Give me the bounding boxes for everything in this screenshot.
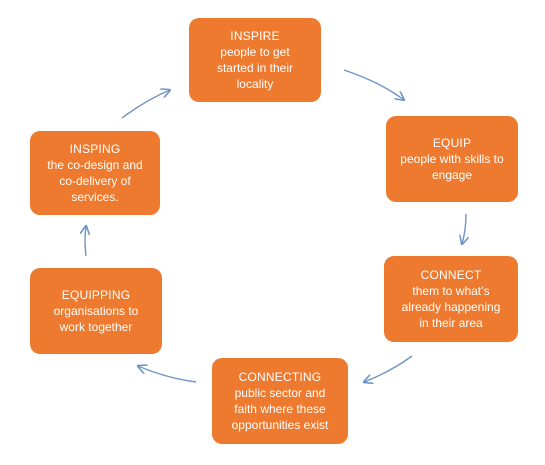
step-insping: INSPING the co-design and co-delivery of… xyxy=(30,131,160,215)
step-title: INSPING xyxy=(69,142,121,156)
step-connect: CONNECT them to what’s already happening… xyxy=(384,256,518,342)
step-description: people with skills to engage xyxy=(400,152,504,182)
step-inspire: INSPIRE people to get started in their l… xyxy=(189,18,321,102)
step-description: them to what’s already happening in thei… xyxy=(401,284,501,330)
step-title: CONNECT xyxy=(420,268,482,282)
arrow-inspire-to-equip xyxy=(343,69,404,100)
step-description: organisations to work together xyxy=(53,304,139,334)
arrow-connect-to-connecting xyxy=(364,355,413,382)
step-equip: EQUIP people with skills to engage xyxy=(386,116,518,202)
step-title: INSPIRE xyxy=(230,29,280,43)
step-title: EQUIPPING xyxy=(61,288,131,302)
step-description: the co-design and co-delivery of service… xyxy=(47,158,143,204)
step-title: EQUIP xyxy=(432,136,472,150)
step-connecting: CONNECTING public sector and faith where… xyxy=(212,358,348,444)
step-equipping: EQUIPPING organisations to work together xyxy=(30,268,162,354)
step-description: public sector and faith where these oppo… xyxy=(231,386,329,432)
arrow-insping-to-inspire xyxy=(121,90,170,119)
step-description: people to get started in their locality xyxy=(216,45,294,91)
arrow-connecting-to-equipping xyxy=(138,366,197,383)
arrow-equipping-to-insping xyxy=(85,226,86,257)
step-title: CONNECTING xyxy=(238,370,322,384)
arrow-equip-to-connect xyxy=(462,213,466,244)
